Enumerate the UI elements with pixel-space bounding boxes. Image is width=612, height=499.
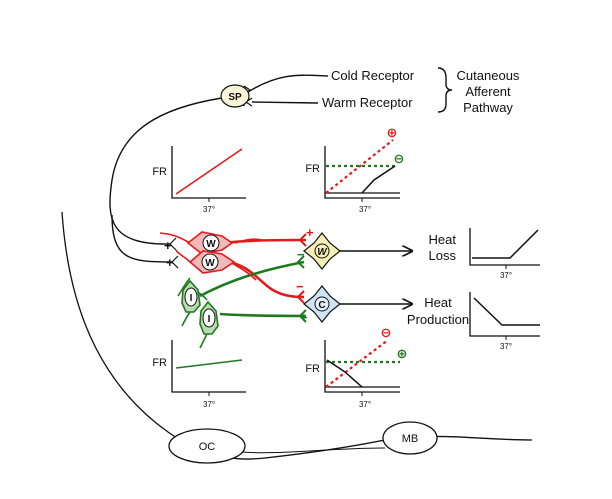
heat-production-response-line (473, 297, 540, 326)
green-plus-sign: + (300, 310, 308, 325)
plot2-fr-label: FR (305, 163, 320, 175)
plot2-warm-dotted-line (325, 139, 394, 194)
brain-lower-edge (241, 447, 386, 454)
w2-plus: + (166, 255, 174, 270)
cutaneous-label-1: Cutaneous (457, 68, 520, 83)
mammillary-body (382, 421, 438, 455)
pathway-brace (437, 67, 453, 113)
insensitive-neuron-2: I (197, 291, 219, 349)
effector-warm-label: W (317, 247, 328, 258)
heat-production-label-1: Heat (424, 295, 452, 310)
plot5-temp-label: 37° (500, 271, 512, 280)
plot4-fr-label: FR (305, 363, 320, 375)
plot6-temp-label: 37° (500, 342, 512, 351)
plot1-temp-label: 37° (203, 205, 215, 214)
warm-axon-inhibitory (229, 260, 305, 299)
plot4-plus-circled: ⊕ (397, 346, 408, 361)
plot-warm-sensitive: FR 37° (152, 146, 246, 214)
cold-receptor-label: Cold Receptor (331, 68, 415, 83)
plot3-temp-label: 37° (203, 400, 215, 409)
red-synapse-w (298, 233, 307, 247)
heat-loss-response-line (472, 229, 539, 259)
insensitive-neuron-2-label: I (208, 314, 211, 325)
afferent-branch-lower (111, 214, 173, 263)
plot-heat-loss-inputs: ⊕ ⊖ FR 37° (305, 125, 404, 214)
plot2-output-line (361, 165, 396, 194)
plot4-output-line (326, 359, 363, 388)
insensitive-axon-excitatory (219, 312, 307, 318)
warm-receptor-label: Warm Receptor (322, 95, 413, 110)
plot4-temp-label: 37° (359, 400, 371, 409)
plot-heat-production-output: 37° (469, 292, 540, 351)
green-synapse-c (298, 309, 307, 323)
plot1-fr-label: FR (152, 166, 167, 178)
synapse-w1 (169, 237, 177, 251)
warm-neuron-1-label: W (206, 239, 216, 250)
heat-loss-label-1: Heat (429, 232, 457, 247)
synapse-w2 (171, 255, 179, 269)
afferent-trunk (109, 97, 223, 245)
plot3-fr-label: FR (152, 357, 167, 369)
plot2-plus-circled: ⊕ (387, 125, 398, 140)
insensitive-axon-inhibitory (199, 260, 305, 298)
warm-receptor-fiber (251, 101, 319, 104)
green-synapse-w (296, 255, 305, 269)
red-synapse-c (296, 290, 305, 304)
insensitive-response-line (175, 359, 243, 369)
green-minus-sign: − (297, 247, 305, 262)
w1-plus: + (164, 238, 172, 253)
cold-receptor-fiber (247, 74, 329, 93)
warm-sensitive-neuron-2: W (175, 249, 257, 281)
effector-cold-label: C (318, 300, 325, 311)
mb-label: MB (402, 433, 419, 445)
plot4-warm-dotted-line (325, 339, 389, 388)
heat-production-label-2: Production (407, 312, 469, 327)
plot4-minus-circled: ⊖ (381, 325, 392, 340)
cutaneous-label-3: Pathway (463, 100, 513, 115)
sp-label: SP (228, 92, 242, 103)
warm-sensitive-response-line (175, 148, 243, 195)
effector-cold-neuron: C (303, 285, 341, 323)
cutaneous-label-2: Afferent (465, 84, 511, 99)
oc-label: OC (199, 441, 216, 453)
heat-loss-label-2: Loss (429, 248, 457, 263)
red-minus-sign: − (296, 279, 304, 294)
effector-warm-neuron: W (303, 232, 341, 270)
plot2-minus-circled: ⊖ (394, 151, 405, 166)
plot-insensitive: FR 37° (152, 340, 246, 409)
plot-heat-loss-output: 37° (469, 228, 540, 280)
warm-axon-excitatory (221, 238, 307, 245)
plot2-temp-label: 37° (359, 205, 371, 214)
optic-chiasm (168, 428, 246, 464)
plot-heat-production-inputs: ⊖ ⊕ FR 37° (305, 325, 407, 409)
warm-neuron-2-label: W (205, 258, 215, 269)
insensitive-neuron-1-label: I (190, 293, 193, 304)
sp-node (220, 84, 250, 108)
insensitive-neuron-1: I (177, 277, 201, 327)
warm-sensitive-neuron-1: W (159, 231, 263, 255)
red-plus-sign: + (306, 225, 314, 240)
